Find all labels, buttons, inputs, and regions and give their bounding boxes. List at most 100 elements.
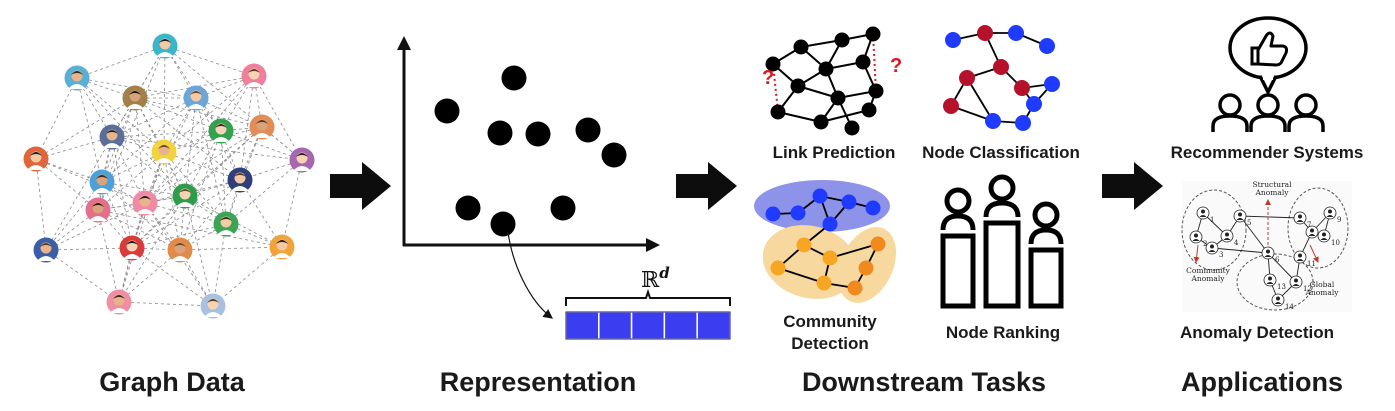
- person-avatar: [106, 289, 132, 315]
- anomaly-node-body: [1274, 302, 1282, 304]
- community-anomaly-label: Anomaly: [1191, 274, 1226, 283]
- lp-node: [790, 78, 806, 94]
- embedding-point: [575, 117, 601, 143]
- person-avatar: [33, 237, 59, 263]
- avatar-hair: [174, 243, 186, 247]
- anomaly-community-left: [1181, 189, 1247, 271]
- embedding-point: [487, 120, 513, 146]
- anomaly-node-head: [1210, 244, 1214, 249]
- person-avatar: [213, 211, 239, 237]
- cd-node: [858, 260, 874, 276]
- person-avatar: [151, 139, 177, 165]
- avatar-hair: [92, 203, 104, 207]
- avatar-body: [37, 256, 55, 261]
- graph-edge: [220, 130, 227, 225]
- flow-arrow-1: [330, 162, 391, 210]
- anomaly-node-head: [1266, 249, 1270, 254]
- lp-node: [834, 32, 850, 48]
- anomaly-node-head: [1276, 296, 1280, 301]
- anomaly-node-body: [1320, 238, 1328, 240]
- graph-edge: [76, 77, 186, 197]
- graph-edge: [184, 97, 197, 197]
- anomaly-node-id: 4: [1234, 239, 1239, 247]
- avatar-hair: [158, 145, 170, 149]
- link-prediction-graph: [765, 26, 884, 136]
- avatar-hair: [129, 91, 141, 95]
- graph-edge: [163, 151, 227, 225]
- avatar-hair: [234, 173, 246, 177]
- cd-node: [812, 188, 828, 204]
- avatar-body: [176, 202, 194, 207]
- anomaly-node-id: 12: [1303, 285, 1312, 293]
- graph-edge: [179, 246, 283, 251]
- lp-predicted-edge: [772, 63, 779, 113]
- graph-edge: [163, 75, 255, 153]
- graph-edge: [45, 181, 103, 251]
- person-avatar: [249, 114, 275, 140]
- lp-edge: [820, 109, 870, 123]
- avatar-hair: [159, 39, 171, 43]
- nc-edge: [966, 77, 994, 122]
- nc-node: [985, 113, 1001, 129]
- graph-edge: [45, 202, 146, 251]
- graph-edge: [111, 136, 186, 197]
- graph-edge: [212, 223, 227, 307]
- graph-edge: [220, 130, 303, 161]
- embedding-vector: [565, 311, 731, 340]
- graph-edge: [184, 195, 214, 307]
- space-label: ℝd: [641, 264, 670, 293]
- graph-edge: [144, 75, 255, 204]
- representation-panel: ℝd: [397, 36, 731, 340]
- cd-edge: [777, 267, 825, 284]
- lp-node: [830, 90, 846, 106]
- anomaly-node-id: 13: [1277, 283, 1286, 291]
- avatar-body: [68, 84, 86, 89]
- nc-node: [1044, 76, 1060, 92]
- graph-edge: [281, 159, 303, 248]
- cd-node: [816, 275, 832, 291]
- embedding-cell: [663, 311, 698, 340]
- anomaly-edge: [1211, 247, 1269, 254]
- graph-edge: [253, 75, 303, 161]
- flow-arrow-3: [1102, 162, 1163, 210]
- ranking-podium: [983, 220, 1021, 309]
- community-detection-graph: [754, 180, 897, 303]
- avatar-body: [171, 256, 189, 261]
- nc-node: [943, 98, 959, 114]
- anomaly-edge: [1239, 215, 1269, 254]
- graph-edge: [144, 97, 197, 204]
- graph-edge: [144, 126, 263, 204]
- person-avatar: [183, 85, 209, 111]
- graph-edge: [97, 209, 283, 248]
- anomaly-community-bottom: [1236, 253, 1314, 311]
- avatar-hair: [139, 196, 151, 200]
- anomaly-node-head: [1268, 276, 1272, 281]
- structural-anomaly-label: Structural: [1252, 180, 1292, 189]
- graph-edge: [35, 158, 99, 211]
- community-detection-label-2: Detection: [791, 334, 868, 353]
- graph-edge: [76, 77, 165, 153]
- embedding-point: [490, 211, 516, 237]
- anomaly-node-body: [1192, 239, 1200, 241]
- person-avatar: [23, 146, 49, 172]
- nc-node: [1014, 80, 1030, 96]
- avatar-hair: [207, 299, 219, 303]
- anomaly-node-body: [1223, 238, 1231, 240]
- x-axis-arrowhead: [646, 238, 660, 252]
- graph-edge: [111, 130, 222, 138]
- lp-node: [855, 54, 871, 70]
- nc-node: [1008, 25, 1024, 41]
- avatar-body: [126, 104, 144, 109]
- community-anomaly-label: Community: [1186, 266, 1231, 275]
- community-blue-region: [754, 180, 890, 232]
- user-body: [1211, 114, 1249, 132]
- graph-edge: [179, 130, 222, 251]
- graph-edge: [111, 136, 133, 249]
- anomaly-node-head: [1322, 232, 1326, 237]
- avatar-body: [245, 82, 263, 87]
- question-mark-right: ?: [890, 55, 902, 77]
- downstream-panel: ? ? Link Prediction Node Classification …: [754, 25, 1080, 353]
- graph-edge: [184, 126, 263, 197]
- embedding-pointer: [507, 231, 553, 319]
- community-detection-label-1: Community: [783, 312, 877, 331]
